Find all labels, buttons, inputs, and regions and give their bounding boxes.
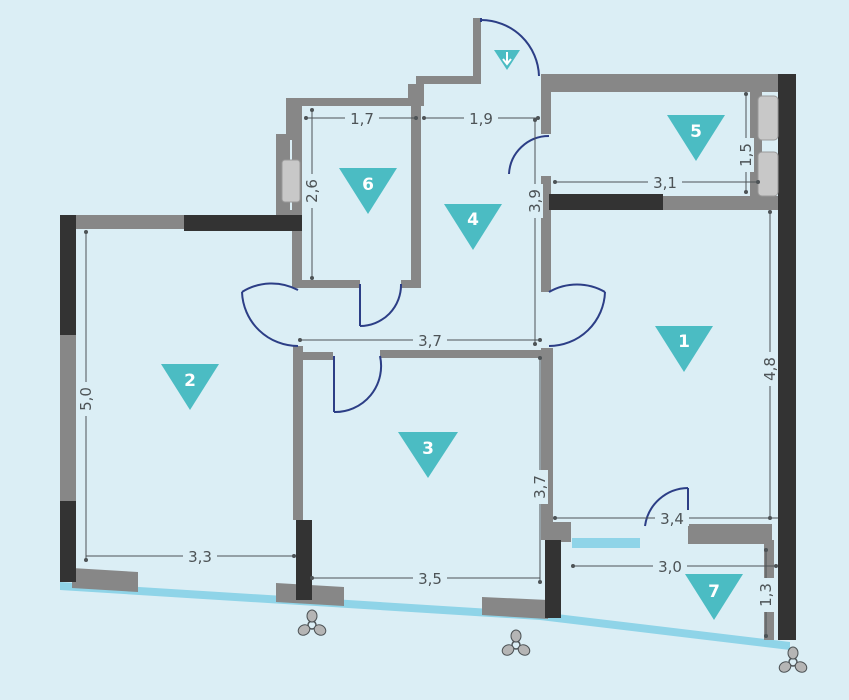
doors <box>241 18 689 527</box>
radiators <box>281 95 779 203</box>
room-marker-7: 7 <box>685 574 743 620</box>
svg-text:7: 7 <box>708 582 720 602</box>
room-marker-2: 2 <box>161 364 219 410</box>
svg-text:5: 5 <box>690 122 702 142</box>
dimension-3-3: 3,3 <box>188 548 212 566</box>
dimension-1-9: 1,9 <box>469 110 493 128</box>
svg-text:2: 2 <box>184 371 196 391</box>
dimension-labels: 1,7 1,9 2,6 3,9 3,7 3,1 1,5 5,0 3,3 3,7 … <box>77 110 779 612</box>
room-marker-1: 1 <box>655 326 713 372</box>
dimension-2-6: 2,6 <box>303 179 321 203</box>
svg-text:3: 3 <box>422 439 434 459</box>
dimension-3-0: 3,0 <box>658 558 682 576</box>
room-marker-3: 3 <box>398 432 458 478</box>
dimension-3-4: 3,4 <box>660 510 684 528</box>
fan-icon <box>297 609 327 636</box>
room-markers: 1 2 3 4 5 6 7 <box>161 115 743 620</box>
dimension-3-7-horizontal: 3,7 <box>418 332 442 350</box>
dimension-3-7-vertical: 3,7 <box>531 475 549 499</box>
dimension-1-5: 1,5 <box>737 143 755 167</box>
dimension-4-8: 4,8 <box>761 357 779 381</box>
svg-text:6: 6 <box>362 175 374 195</box>
fan-icon <box>501 629 531 656</box>
windows <box>60 538 790 650</box>
dimension-ticks <box>84 92 778 638</box>
dimension-5-0: 5,0 <box>77 387 95 411</box>
dimension-3-5: 3,5 <box>418 570 442 588</box>
dimension-1-3: 1,3 <box>757 583 775 607</box>
room-marker-5: 5 <box>667 115 725 161</box>
svg-text:1: 1 <box>678 332 690 352</box>
walls-dark <box>60 74 796 640</box>
entrance-arrow-icon <box>494 50 520 70</box>
room-marker-6: 6 <box>339 168 397 214</box>
dimension-1-7: 1,7 <box>350 110 374 128</box>
dimension-3-1: 3,1 <box>653 174 677 192</box>
room-marker-4: 4 <box>444 204 502 250</box>
svg-text:4: 4 <box>467 210 479 230</box>
fan-icon <box>778 646 808 673</box>
dimension-3-9: 3,9 <box>526 189 544 213</box>
